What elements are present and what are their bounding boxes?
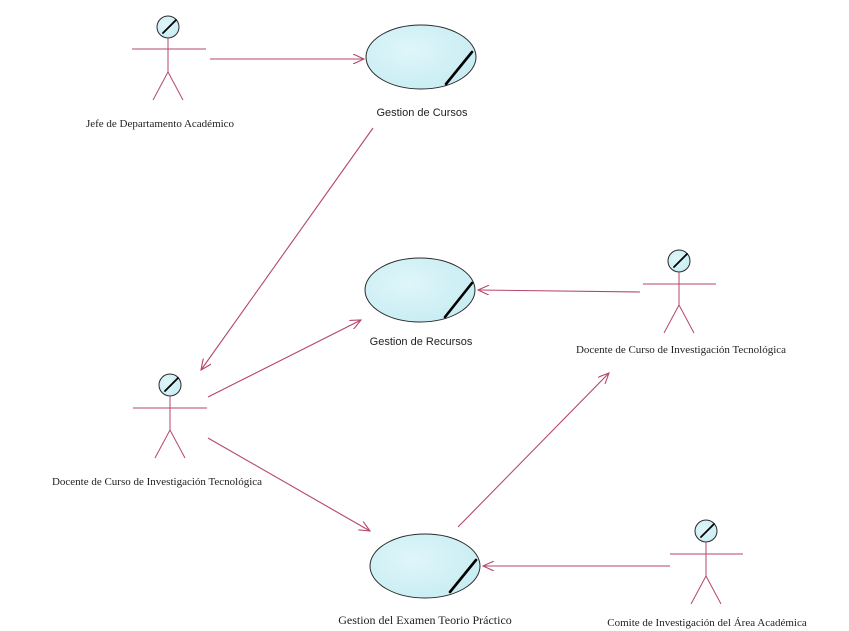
actor-comite[interactable]: Comite de Investigación del Área Académi… [607, 519, 807, 629]
actor-docente-left[interactable]: Docente de Curso de Investigación Tecnol… [52, 373, 262, 488]
use-case-cursos-ellipse [365, 24, 477, 90]
use-case-gestion-examen[interactable]: Gestion del Examen Teorio Práctico [338, 533, 512, 627]
use-case-cursos-mark-icon [444, 50, 474, 86]
actor-comite-mark-icon [700, 523, 715, 538]
association-docente-right-to-recursos[interactable] [478, 290, 641, 292]
actor-docente-left-label: Docente de Curso de Investigación Tecnol… [52, 476, 262, 488]
use-case-examen-mark-icon [448, 558, 478, 594]
actor-docente-right-left-leg [663, 304, 680, 334]
use-case-recursos-ellipse [364, 257, 476, 323]
actor-docente-left-mark-icon [164, 377, 179, 392]
actor-jefe-right-leg [167, 71, 184, 101]
actor-docente-right-mark-icon [673, 253, 688, 268]
use-case-examen-label: Gestion del Examen Teorio Práctico [338, 613, 512, 627]
use-case-gestion-recursos[interactable]: Gestion de Recursos [364, 257, 476, 348]
actor-jefe-left-leg [152, 71, 169, 101]
actor-docente-right-label: Docente de Curso de Investigación Tecnol… [576, 344, 786, 356]
actor-comite-right-leg [705, 575, 722, 605]
actor-docente-left-left-leg [154, 429, 171, 459]
association-cursos-to-docente-left[interactable] [201, 127, 374, 370]
actor-jefe-label: Jefe de Departamento Académico [86, 118, 235, 130]
actor-jefe-mark-icon [162, 19, 177, 34]
use-case-cursos-label: Gestion de Cursos [376, 107, 468, 119]
actor-comite-label: Comite de Investigación del Área Académi… [607, 617, 807, 629]
actor-docente-right-right-leg [678, 304, 695, 334]
use-case-recursos-mark-icon [443, 281, 474, 319]
use-case-examen-ellipse [369, 533, 481, 599]
actor-jefe[interactable]: Jefe de Departamento Académico [86, 15, 235, 130]
actor-docente-left-right-leg [169, 429, 186, 459]
actor-docente-right[interactable]: Docente de Curso de Investigación Tecnol… [576, 249, 786, 356]
association-docente-left-to-examen[interactable] [207, 437, 370, 531]
association-examen-to-docente-right[interactable] [457, 373, 609, 528]
association-docente-left-to-recursos[interactable] [207, 320, 361, 398]
use-case-gestion-cursos[interactable]: Gestion de Cursos [365, 24, 477, 119]
use-case-recursos-label: Gestion de Recursos [370, 336, 473, 348]
actor-comite-left-leg [690, 575, 707, 605]
